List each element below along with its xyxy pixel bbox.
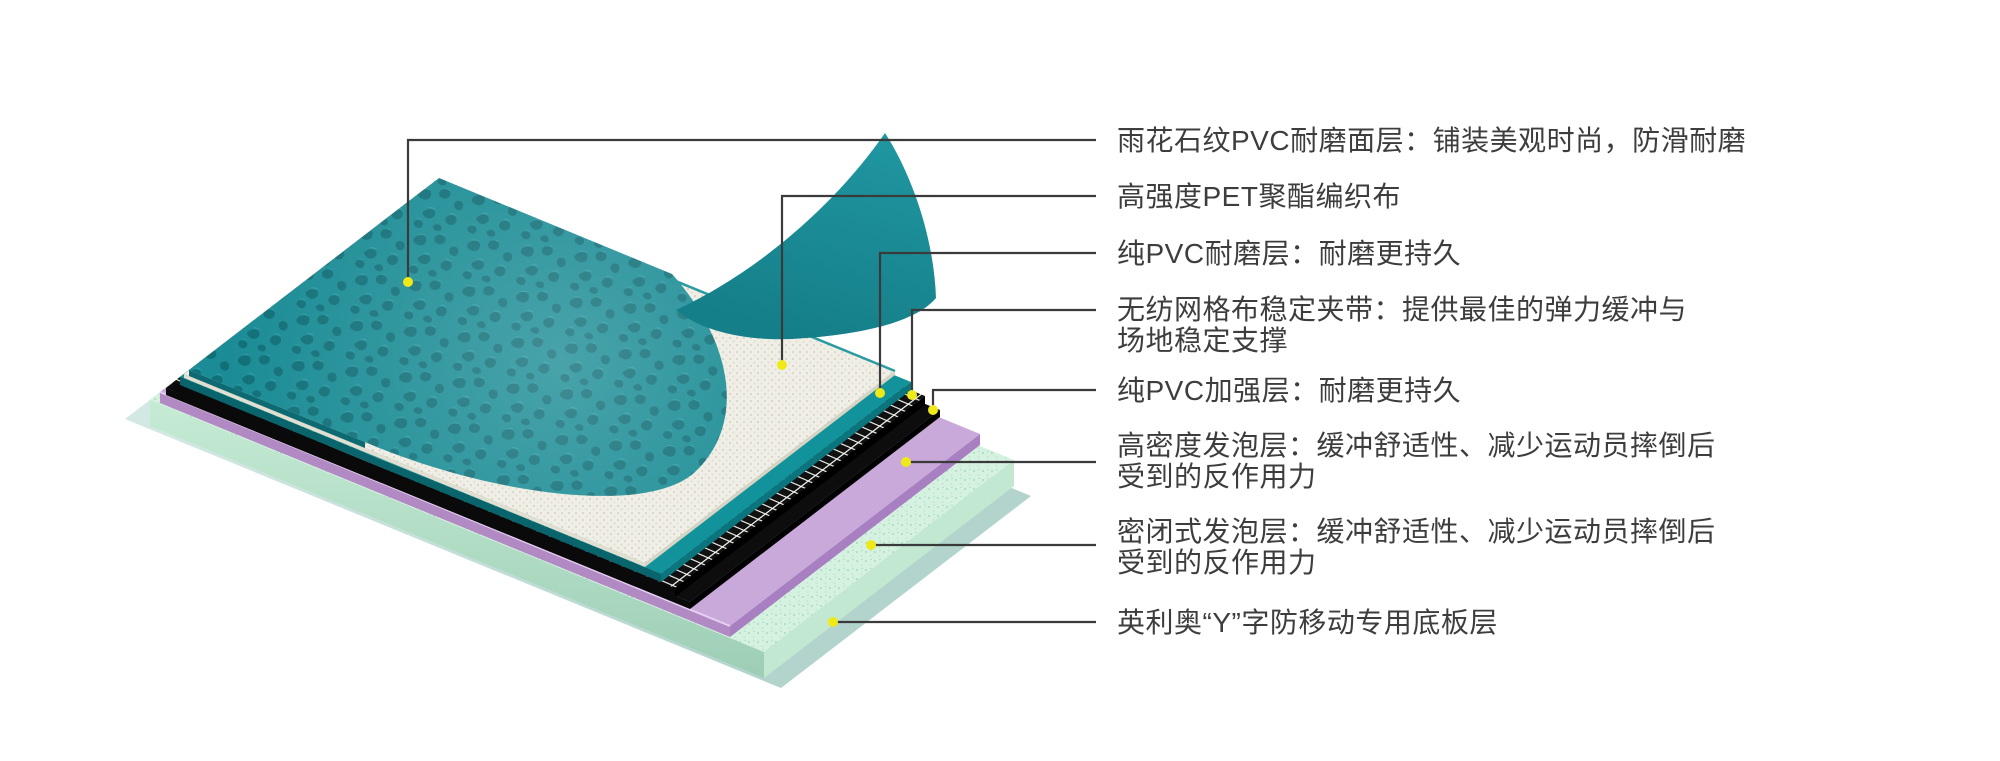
anchor-dot-5: [928, 405, 938, 415]
leader-line-3: [878, 251, 1096, 393]
teal-band-right-face: [661, 382, 911, 582]
mesh-right-face: [675, 396, 925, 597]
leader-line-5: [931, 388, 1096, 410]
mesh-front-face: [173, 382, 675, 597]
surface-front-face: [189, 370, 365, 448]
peeled-flap: [676, 133, 936, 340]
black-right-face: [690, 410, 940, 609]
leader-line-4: [910, 308, 1096, 395]
leader-line-1: [406, 138, 1096, 282]
anchor-dot-7: [866, 540, 876, 550]
anchor-dot-4: [907, 390, 917, 400]
purple-right-face: [730, 434, 980, 637]
anchor-dot-2: [777, 360, 787, 370]
teal-band-front-face: [180, 377, 661, 582]
anchor-dot-6: [901, 457, 911, 467]
surface-sheen: [189, 178, 727, 496]
black-front-face: [166, 388, 690, 609]
purple-front-face: [160, 392, 730, 637]
fabric-right-face: [645, 371, 895, 567]
fabric-front-face: [184, 374, 645, 567]
anchor-dot-3: [875, 388, 885, 398]
anchor-dot-8: [828, 617, 838, 627]
leader-lines: [403, 138, 1096, 627]
anchor-dot-1: [403, 277, 413, 287]
leader-line-2: [780, 194, 1096, 365]
foam-right-face: [764, 460, 1014, 678]
foam-front-face: [150, 400, 764, 678]
